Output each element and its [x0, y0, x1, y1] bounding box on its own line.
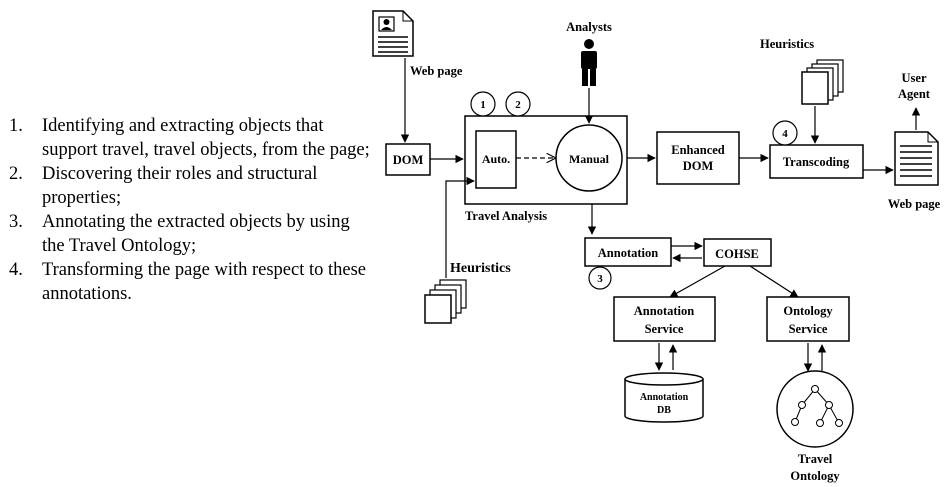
- travel-analysis-label: Travel Analysis: [465, 209, 547, 223]
- web-page-output-label: Web page: [888, 197, 941, 211]
- step-item-4: 4. Transforming the page with respect to…: [0, 258, 370, 306]
- transcoding-box: [769, 144, 864, 179]
- step-number: 4.: [9, 260, 23, 280]
- annotation-db-cylinder: [624, 372, 704, 423]
- auto-box: [475, 130, 517, 189]
- travel-ontology-label-1: Travel: [798, 452, 833, 466]
- user-agent-label-2: Agent: [898, 87, 931, 101]
- dom-box: [385, 143, 431, 176]
- enhanced-dom-label-1: Enhanced: [671, 143, 725, 157]
- web-page-input-label: Web page: [410, 64, 463, 78]
- step-text: Discovering their roles and structural p…: [42, 164, 318, 208]
- dom-label: DOM: [393, 153, 424, 167]
- ontology-service-box: [766, 296, 850, 342]
- cohse-label: COHSE: [715, 247, 759, 261]
- web-page-output-icon: [894, 131, 939, 186]
- enhanced-dom-label-2: DOM: [683, 159, 714, 173]
- step-list: 1. Identifying and extracting objects th…: [0, 114, 370, 306]
- annotation-service-box: [613, 296, 716, 342]
- step-item-2: 2. Discovering their roles and structura…: [0, 162, 370, 210]
- badge-1: [470, 91, 496, 117]
- analysts-label: Analysts: [566, 20, 612, 34]
- heuristics-left-label: Heuristics: [450, 261, 511, 276]
- annotation-service-label-2: Service: [645, 322, 684, 336]
- step-number: 3.: [9, 212, 23, 232]
- heuristics-right-label: Heuristics: [760, 37, 814, 51]
- step-text: Annotating the extracted objects by usin…: [42, 212, 350, 256]
- badge-3: [588, 266, 612, 290]
- step-number: 2.: [9, 164, 23, 184]
- badge-1-label: 1: [480, 99, 486, 111]
- manual-label: Manual: [569, 152, 610, 166]
- ontology-service-label-1: Ontology: [783, 304, 833, 318]
- annotation-label: Annotation: [598, 246, 658, 260]
- step-item-3: 3. Annotating the extracted objects by u…: [0, 210, 370, 258]
- badge-2-label: 2: [515, 99, 521, 111]
- annotation-db-label-1: Annotation: [640, 392, 689, 403]
- analyst-person-icon: [581, 39, 597, 86]
- annotation-db-label-2: DB: [657, 405, 671, 416]
- badge-4: [772, 120, 798, 146]
- ontology-service-label-2: Service: [789, 322, 828, 336]
- heuristics-right-icon: [801, 59, 844, 105]
- badge-2: [505, 91, 531, 117]
- enhanced-dom-box: [656, 131, 740, 185]
- transcoding-label: Transcoding: [783, 155, 850, 169]
- step-text: Identifying and extracting objects that …: [42, 116, 370, 160]
- badge-4-label: 4: [782, 128, 788, 140]
- step-text: Transforming the page with respect to th…: [42, 260, 367, 304]
- badge-3-label: 3: [597, 273, 603, 285]
- heuristics-left-icon: [424, 279, 467, 324]
- travel-ontology-label-2: Ontology: [790, 469, 840, 483]
- auto-label: Auto.: [482, 152, 510, 166]
- step-number: 1.: [9, 116, 23, 136]
- travel-ontology-tree-icon: [776, 370, 854, 448]
- manual-circle: [555, 124, 623, 192]
- annotation-service-label-1: Annotation: [634, 304, 694, 318]
- step-item-1: 1. Identifying and extracting objects th…: [0, 114, 370, 162]
- cohse-box: [703, 238, 772, 267]
- annotation-box: [584, 237, 672, 267]
- user-agent-label-1: User: [902, 71, 927, 85]
- web-page-input-icon: [372, 10, 414, 57]
